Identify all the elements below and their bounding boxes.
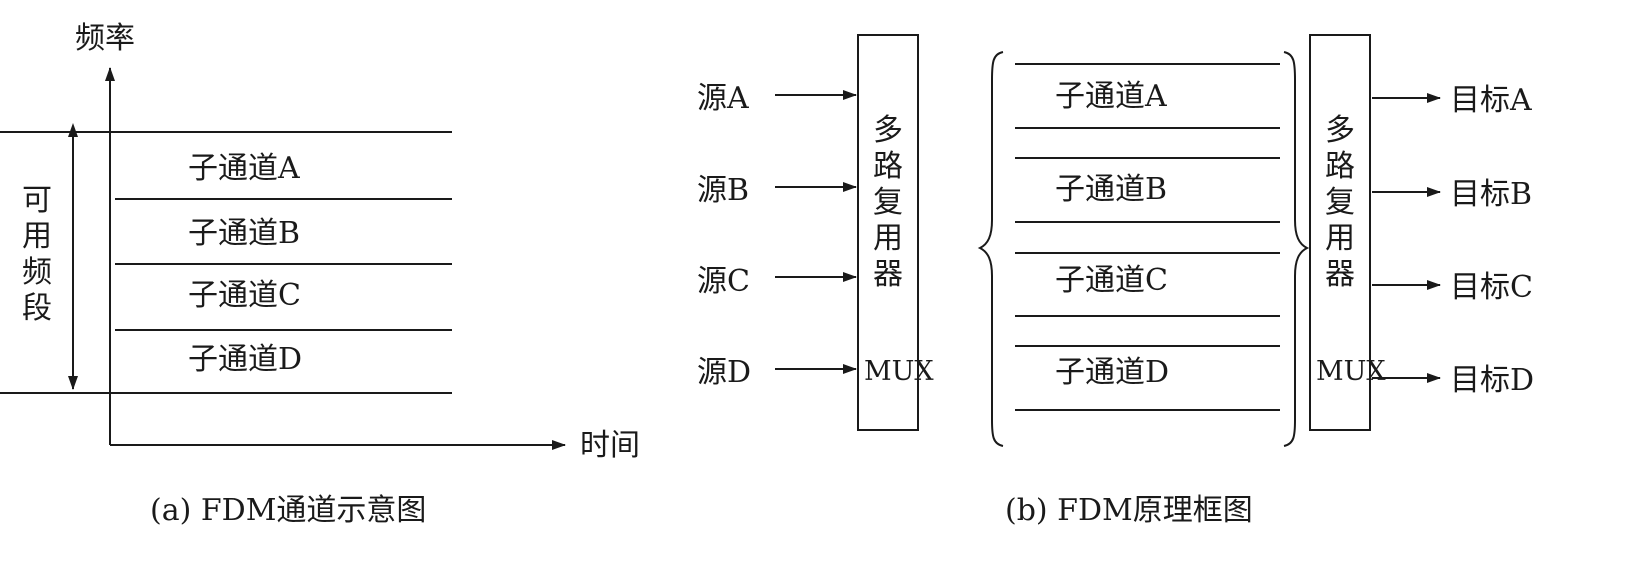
- subchannel-b-label-b: 子通道B: [1055, 172, 1167, 207]
- mux-right-label-char: 用: [1325, 221, 1355, 256]
- mux-left-label-char: 多: [873, 113, 903, 148]
- mux-right-label-char: 复: [1325, 185, 1355, 220]
- subchannel-b-label-d: 子通道D: [1055, 355, 1169, 390]
- source-label-c: 源C: [697, 264, 750, 299]
- caption-a: (a) FDM通道示意图: [150, 493, 426, 528]
- band-label-char: 用: [22, 219, 52, 254]
- time-axis-label: 时间: [580, 428, 640, 463]
- target-label-a: 目标A: [1450, 83, 1532, 118]
- mux-right-label-char: 路: [1325, 149, 1355, 184]
- left-brace: [977, 51, 1004, 447]
- mux-left-label-char: 器: [873, 257, 903, 292]
- mux-left-label-char: 用: [873, 221, 903, 256]
- target-label-d: 目标D: [1450, 363, 1534, 398]
- right-brace: [1283, 51, 1310, 447]
- subchannel-label-c: 子通道C: [188, 278, 301, 313]
- caption-b: (b) FDM原理框图: [1005, 493, 1253, 528]
- mux-right-label-char: 多: [1325, 113, 1355, 148]
- band-label-char: 频: [22, 255, 52, 290]
- mux-left-label-char: 路: [873, 149, 903, 184]
- subchannel-b-label-c: 子通道C: [1055, 263, 1168, 298]
- mux-right-abbr: MUX: [1316, 356, 1386, 387]
- source-label-a: 源A: [697, 81, 749, 116]
- mux-left-label-char: 复: [873, 185, 903, 220]
- band-label-char: 可: [22, 183, 52, 218]
- source-label-b: 源B: [697, 173, 749, 208]
- band-label-char: 段: [22, 291, 52, 326]
- panel-b: 源A 源B 源C 源D 多 路 复 用 器 MUX 子通道A 子通道B: [697, 34, 1534, 528]
- mux-left-box: [857, 34, 919, 431]
- subchannel-b-label-a: 子通道A: [1055, 79, 1167, 114]
- subchannel-label-b: 子通道B: [188, 216, 300, 251]
- mux-left-abbr: MUX: [864, 356, 934, 387]
- frequency-axis-label: 频率: [75, 21, 135, 56]
- subchannel-lines: [1015, 63, 1280, 411]
- mux-right-label-char: 器: [1325, 257, 1355, 292]
- subchannel-label-a: 子通道A: [188, 151, 300, 186]
- subchannel-label-d: 子通道D: [188, 342, 302, 377]
- target-label-b: 目标B: [1450, 177, 1532, 212]
- target-label-c: 目标C: [1450, 270, 1533, 305]
- panel-a: 频率 时间 可 用 频 段 子通道A 子通道B 子通道C 子通道D (a) FD…: [0, 21, 640, 528]
- source-label-d: 源D: [697, 355, 751, 390]
- mux-right-box: [1309, 34, 1371, 431]
